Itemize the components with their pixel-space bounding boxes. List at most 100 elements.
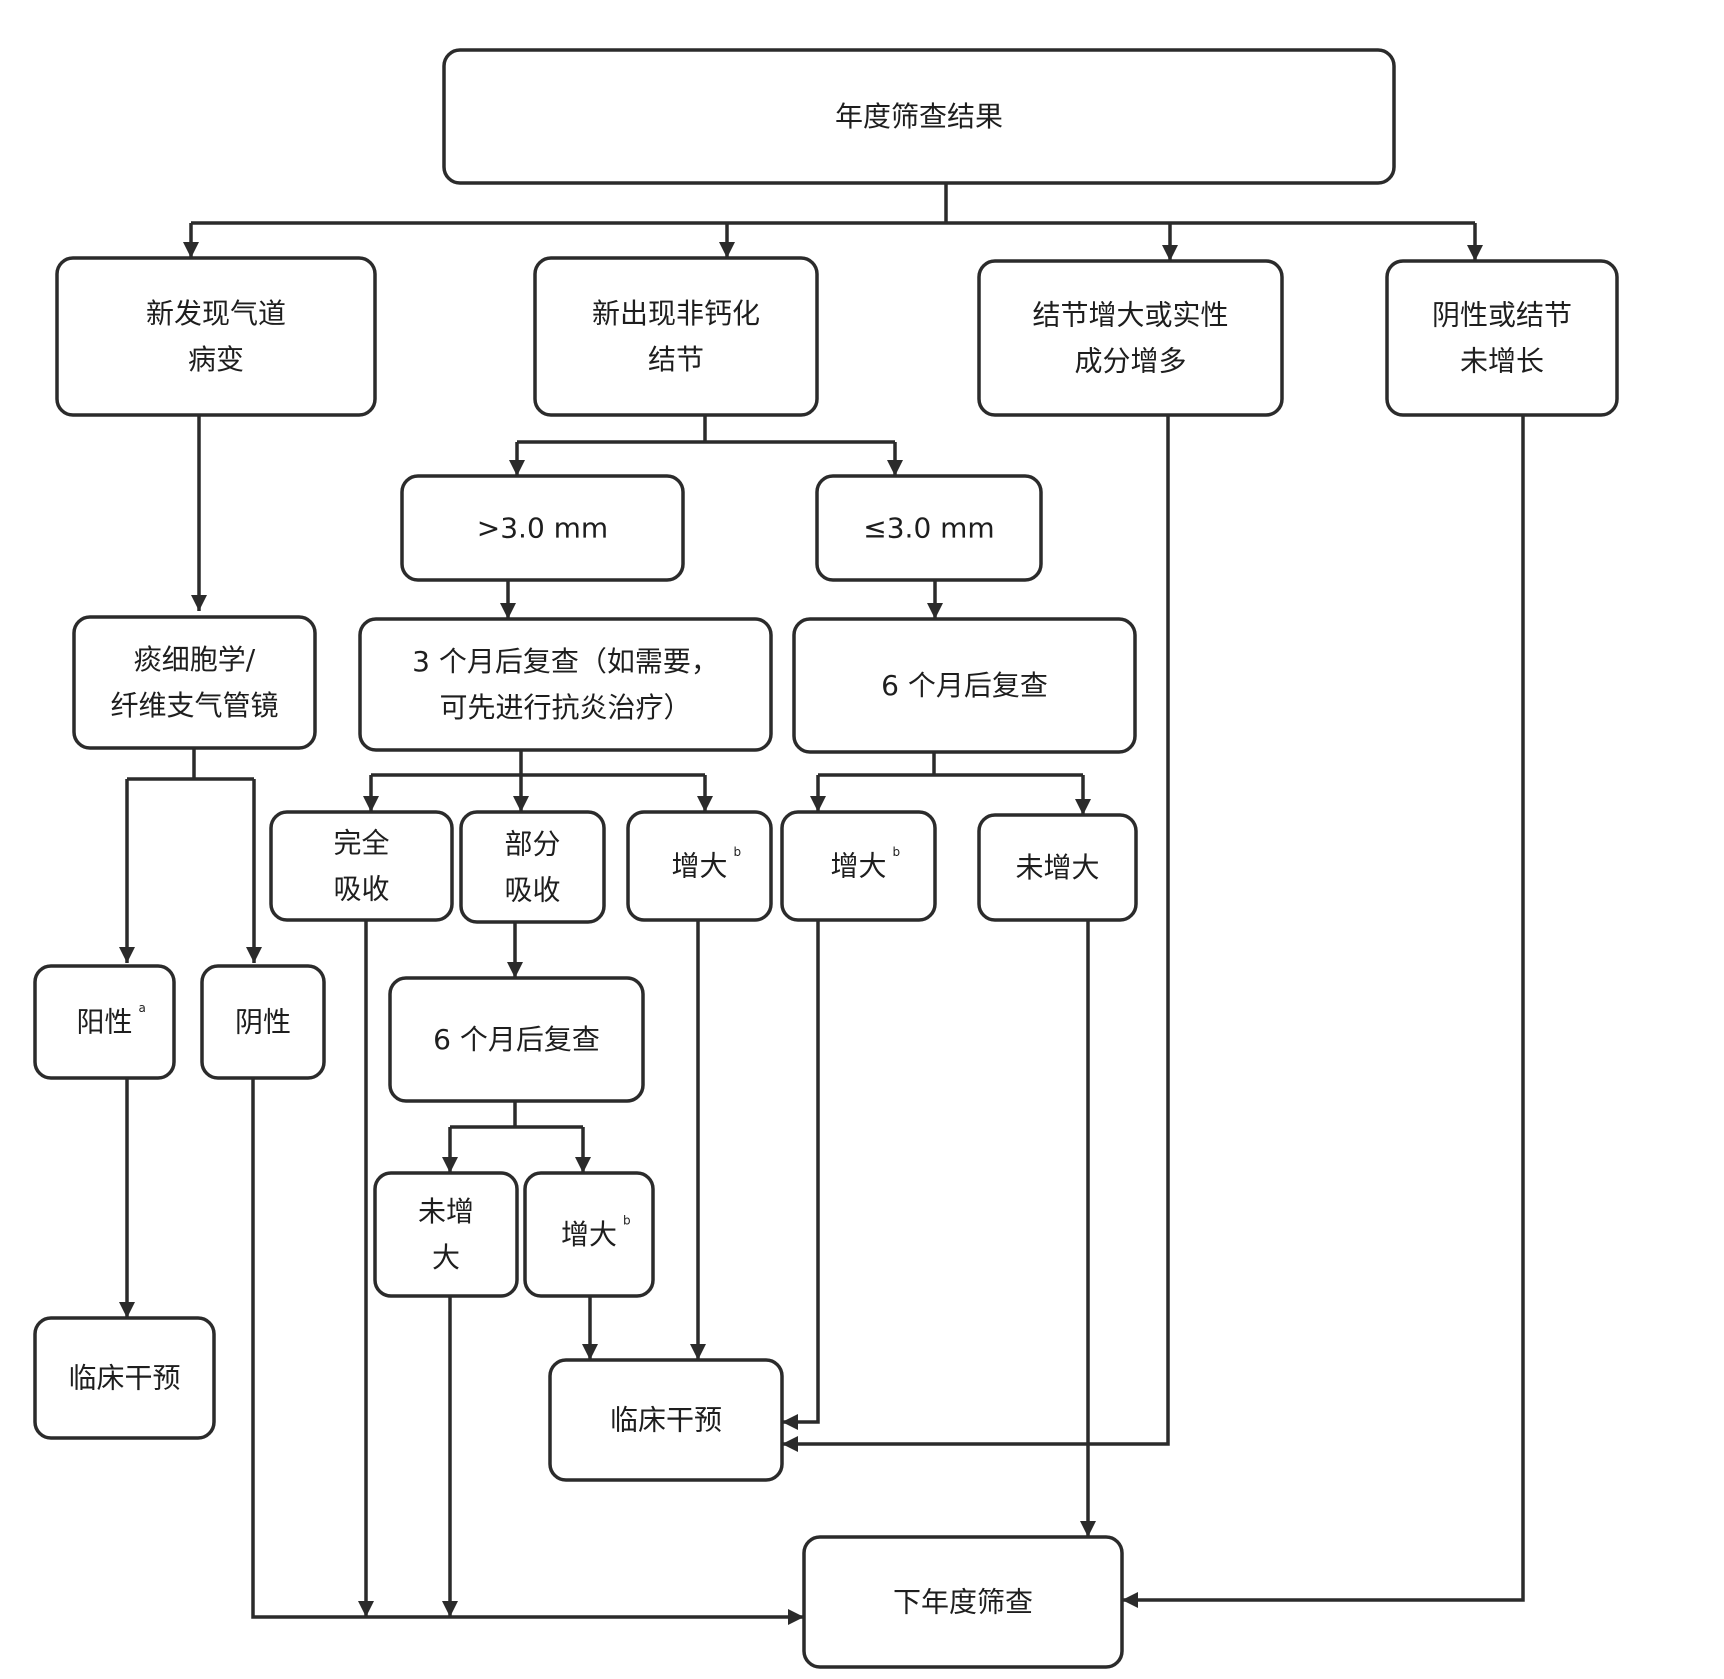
node-label-line: 阴性或结节 <box>1432 299 1572 332</box>
node-box <box>33 1316 216 1440</box>
node-box <box>548 1358 784 1482</box>
arrowhead <box>1075 799 1091 815</box>
node-box <box>533 256 819 417</box>
arrowhead <box>119 1302 135 1318</box>
node-next-screen: 下年度筛查 <box>802 1535 1124 1669</box>
node-box <box>358 617 773 752</box>
arrowhead <box>575 1157 591 1173</box>
connector-line <box>782 920 820 1424</box>
node-label-line: 大 <box>432 1241 460 1274</box>
node-label-line: 3 个月后复查（如需要， <box>412 645 719 678</box>
node-box <box>373 1171 519 1298</box>
node-box <box>400 474 685 582</box>
node-box <box>200 964 326 1080</box>
node-recheck6b: 6 个月后复查 <box>388 976 645 1103</box>
arrowhead <box>119 947 135 963</box>
node-label-line: 病变 <box>188 343 244 376</box>
node-positive: 阳性 a <box>33 964 176 1080</box>
arrowhead <box>246 947 262 963</box>
node-enlarge-c: 增大 b <box>523 1171 655 1298</box>
arrowhead <box>442 1601 458 1617</box>
node-box <box>1385 259 1619 417</box>
node-box <box>815 474 1043 582</box>
node-label-line: 部分 <box>504 828 560 861</box>
node-label-line: 成分增多 <box>1074 345 1186 378</box>
connector-line <box>251 1078 804 1619</box>
arrowhead <box>442 1157 458 1173</box>
arrowhead <box>788 1609 804 1625</box>
node-box <box>977 813 1138 922</box>
node-label-line: 临床干预 <box>610 1404 722 1437</box>
arrowhead <box>1080 1521 1096 1537</box>
node-label-line: 增大 <box>561 1218 617 1251</box>
node-label-line: 下年度筛查 <box>893 1586 1033 1619</box>
arrowhead <box>697 796 713 812</box>
node-label-line: 未增大 <box>1015 851 1099 884</box>
node-label-line: 年度筛查结果 <box>835 100 1003 133</box>
arrowhead <box>1122 1592 1138 1608</box>
node-box <box>55 256 377 417</box>
connector-line <box>1122 415 1525 1602</box>
arrowhead <box>927 603 943 619</box>
node-root: 年度筛查结果 <box>442 48 1396 185</box>
node-box <box>802 1535 1124 1669</box>
node-box <box>33 964 176 1080</box>
arrowhead <box>363 796 379 812</box>
arrowhead <box>507 962 523 978</box>
node-not-enlarge-a: 未增大 <box>977 813 1138 922</box>
arrowhead <box>509 460 525 476</box>
footnote-marker: b <box>623 1214 631 1228</box>
node-label-line: 结节 <box>648 343 704 376</box>
node-box <box>792 617 1137 754</box>
node-negative: 阴性 <box>200 964 326 1080</box>
node-label-line: 可先进行抗炎治疗） <box>439 691 691 724</box>
node-le3: ≤3.0 mm <box>815 474 1043 582</box>
connector-line <box>782 415 1170 1446</box>
footnote-marker: a <box>139 1001 146 1015</box>
node-label-line: 增大 <box>830 850 886 883</box>
arrowhead <box>719 242 735 258</box>
node-label-line: 未增 <box>418 1195 474 1228</box>
arrowhead <box>1162 245 1178 261</box>
arrowhead <box>191 595 207 611</box>
node-label-line: 吸收 <box>333 873 389 906</box>
arrowhead <box>183 242 199 258</box>
node-sputum: 痰细胞学/纤维支气管镜 <box>72 615 317 750</box>
node-clinical-mid: 临床干预 <box>548 1358 784 1482</box>
node-box <box>269 810 454 922</box>
node-box <box>72 615 317 750</box>
node-label-line: 6 个月后复查 <box>433 1023 600 1056</box>
node-box <box>442 48 1396 185</box>
node-label-line: 新出现非钙化 <box>592 297 760 330</box>
node-label-line: 阴性 <box>235 1006 291 1039</box>
node-clinical-left: 临床干预 <box>33 1316 216 1440</box>
node-label-line: 吸收 <box>504 874 560 907</box>
node-label-line: 未增长 <box>1460 345 1544 378</box>
node-gt3: >3.0 mm <box>400 474 685 582</box>
arrowhead <box>782 1436 798 1452</box>
arrowhead <box>690 1344 706 1360</box>
arrowhead <box>513 796 529 812</box>
arrowhead <box>810 796 826 812</box>
node-label-line: 完全 <box>333 827 389 860</box>
node-label-line: 阳性 <box>76 1006 132 1039</box>
node-label-line: 结节增大或实性 <box>1032 299 1228 332</box>
node-label-line: 增大 <box>671 850 727 883</box>
node-label-line: 痰细胞学/ <box>134 643 256 676</box>
arrowhead <box>1467 245 1483 261</box>
arrowhead <box>582 1344 598 1360</box>
node-label-line: 纤维支气管镜 <box>110 689 278 722</box>
node-label-line: >3.0 mm <box>477 512 608 545</box>
node-recheck6a: 6 个月后复查 <box>792 617 1137 754</box>
node-label-line: 新发现气道 <box>146 297 286 330</box>
node-box <box>780 810 937 922</box>
